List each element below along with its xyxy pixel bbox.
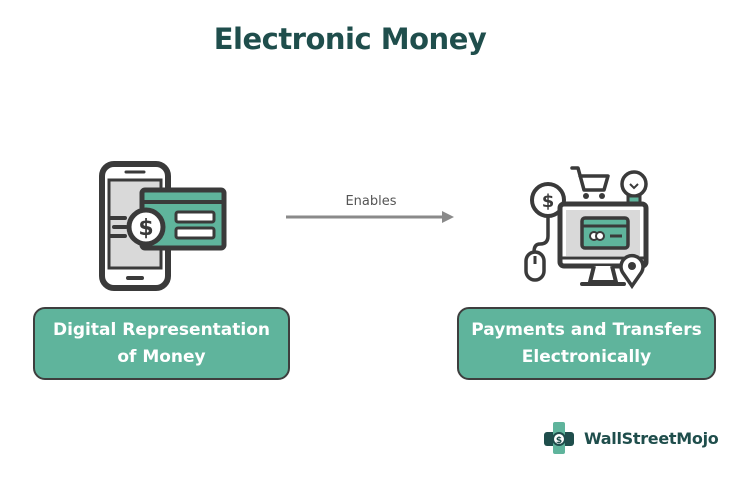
digital-representation-box: Digital Representation of Money — [33, 307, 290, 380]
phone-cash-transfer-icon: $ — [99, 161, 227, 291]
right-box-line2: Electronically — [521, 346, 652, 367]
computer-payment-icon: $ — [524, 166, 649, 290]
enables-arrow — [286, 211, 454, 223]
wallstreetmojo-logo: $ WallStreetMojo — [540, 420, 719, 456]
svg-text:$: $ — [542, 191, 555, 212]
diagram-title: Electronic Money — [213, 22, 487, 56]
right-box-line1: Payments and Transfers — [471, 319, 702, 340]
left-box-line1: Digital Representation — [52, 319, 271, 340]
logo-text: WallStreetMojo — [584, 428, 719, 448]
left-box-line2: of Money — [117, 346, 206, 367]
payments-transfers-box: Payments and Transfers Electronically — [457, 307, 716, 380]
wallstreetmojo-logo-icon: $ — [544, 422, 574, 454]
svg-text:$: $ — [556, 436, 562, 446]
svg-text:$: $ — [138, 216, 153, 241]
arrow-label: Enables — [345, 194, 397, 209]
